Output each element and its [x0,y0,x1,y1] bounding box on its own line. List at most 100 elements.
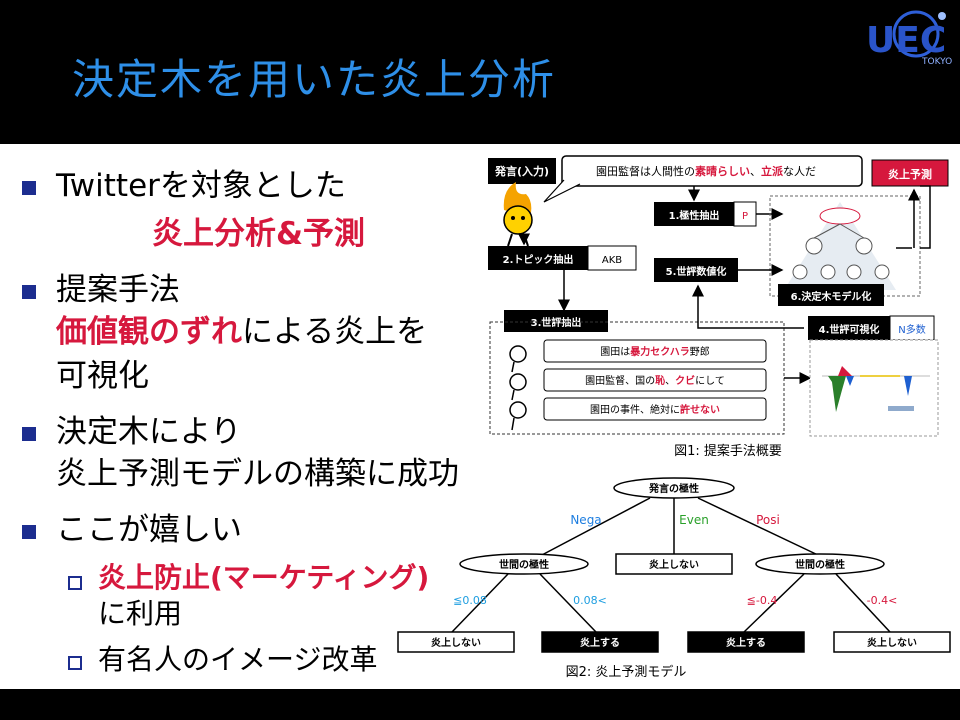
tree-node-right [755,553,885,575]
tree-node-left [459,553,589,575]
polarity-value: P [742,211,748,222]
opinion-bubble-1 [543,339,767,363]
tree-node [819,207,861,225]
tree-node [874,264,890,280]
edge-nega [539,497,651,557]
input-text: 園田監督は人間性の素晴らしい、立派な人だ [596,164,816,178]
tree-root-label: 発言の極性 [648,482,699,495]
tree-leaf-3 [687,631,805,653]
tree-node-right-label: 世間の極性 [795,558,845,571]
figure-2-decision-tree: 発言の極性 Nega Even Posi 世間の極性 炎上しない 世間の極性 ≦… [397,477,951,680]
tree-shape [784,202,896,290]
topic-box [488,246,588,270]
edge [835,573,891,633]
visualize-value-box [889,315,935,341]
bullet-2-highlight: 価値観のずれ [56,314,242,350]
bullet-marker [22,525,36,539]
bubble-tail [543,179,581,203]
edge-posi-label: Posi [756,513,780,527]
predict-box [871,159,949,187]
opinion-bubble-2 [543,368,767,392]
tree-leaf-mid-label: 炎上しない [649,558,699,571]
input-label-box [488,158,556,184]
input-bubble [561,155,863,187]
topic-value: AKB [602,255,622,266]
tree-node-left-label: 世間の極性 [499,558,549,571]
figure-1-method-overview: 発言(入力) 園田監督は人間性の素晴らしい、立派な人だ 炎上予測 1.極性抽出 … [488,155,949,459]
slide-title: 決定木を用いた炎上分析 [72,55,557,104]
tree-node [792,264,808,280]
tree-node [846,264,862,280]
edge [539,573,597,633]
sub-bullet-marker [68,656,82,670]
tree-node [855,237,873,255]
opinion-3: 園田の事件、絶対に許せない [590,403,720,416]
tree-leaf-3-label: 炎上する [726,636,766,649]
edge-label: 0.08< [573,594,607,607]
tree-label: 6.決定木モデル化 [791,290,872,303]
bullet-marker [22,181,36,195]
topic-label: 2.トピック抽出 [503,253,574,266]
visualize-label: 4.世評可視化 [819,323,880,336]
logo-sub: TOKYO [921,57,952,66]
slide-footer [0,689,960,720]
tree-node [805,237,823,255]
bullet-3-line-2: 炎上予測モデルの構築に成功 [56,456,459,492]
polarity-box [654,202,734,226]
edge-label: ≦0.08 [453,594,487,607]
sub-bullet-2: 有名人のイメージ改革 [98,643,378,676]
bullet-2-line-3: 可視化 [56,358,149,394]
edge-posi [697,497,821,557]
logo-dot [938,12,946,20]
edge [743,573,805,633]
edge-even-label: Even [679,513,709,527]
opinion-1: 園田は暴力セクハラ野郎 [600,345,710,358]
opinion-2: 園田監督、国の恥、クビにして [585,374,725,387]
burning-character-icon [503,182,533,247]
tree-label-box [778,284,884,306]
tree-leaf-2-label: 炎上する [580,636,620,649]
mini-chart-legend [888,406,914,411]
edge-nega-label: Nega [570,513,601,527]
opinion-count-box [654,258,738,282]
bullet-3-line-1: 決定木により [56,414,242,450]
tree-leaf-1-label: 炎上しない [431,636,481,649]
tree-leaf-2 [541,631,659,653]
arrow [920,185,931,249]
bullet-marker [22,285,36,299]
edge-label: ≦-0.4 [747,594,778,607]
mini-chart-area [904,376,912,396]
uec-logo: UEC TOKYO [866,10,952,66]
bullet-4-line-1: ここが嬉しい [56,512,242,548]
tree-leaf-mid [615,553,733,575]
visualize-value: N多数 [898,323,925,336]
opinion-people-icon [509,345,527,431]
bullet-marker [22,427,36,441]
edge-label: -0.4< [867,594,898,607]
logo-orbit [892,10,940,58]
tree-node [820,264,836,280]
bullet-1-line-1: Twitterを対象とした [56,168,346,204]
bullet-2-line-1: 提案手法 [56,272,180,308]
slide-content: Twitterを対象とした 炎上分析&予測 提案手法 価値観のずれによる炎上を … [0,144,960,689]
mini-chart-area [838,366,852,376]
edge [451,573,509,633]
topic-value-box [587,245,637,271]
sub-bullet-marker [68,576,82,590]
opinion-count-label: 5.世評数値化 [666,265,727,278]
tree-edge [813,223,841,239]
opinion-extract-box [504,310,608,332]
logo-mark: UEC [866,20,946,61]
tree-leaf-4-label: 炎上しない [867,636,917,649]
figure-2-caption: 図2: 炎上予測モデル [566,664,687,680]
sub-bullet-1-line-1: 炎上防止(マーケティング) [98,561,430,594]
mini-chart-frame [809,339,939,437]
tree-edge [839,223,865,239]
bullet-2-rest: による炎上を [242,314,428,350]
polarity-label: 1.極性抽出 [669,209,720,222]
mini-chart-area [828,376,846,412]
tree-leaf-1 [397,631,515,653]
bullet-1-line-2: 炎上分析&予測 [152,216,366,252]
slide-header: 決定木を用いた炎上分析 UEC TOKYO [0,0,960,144]
tree-leaf-4 [833,631,951,653]
